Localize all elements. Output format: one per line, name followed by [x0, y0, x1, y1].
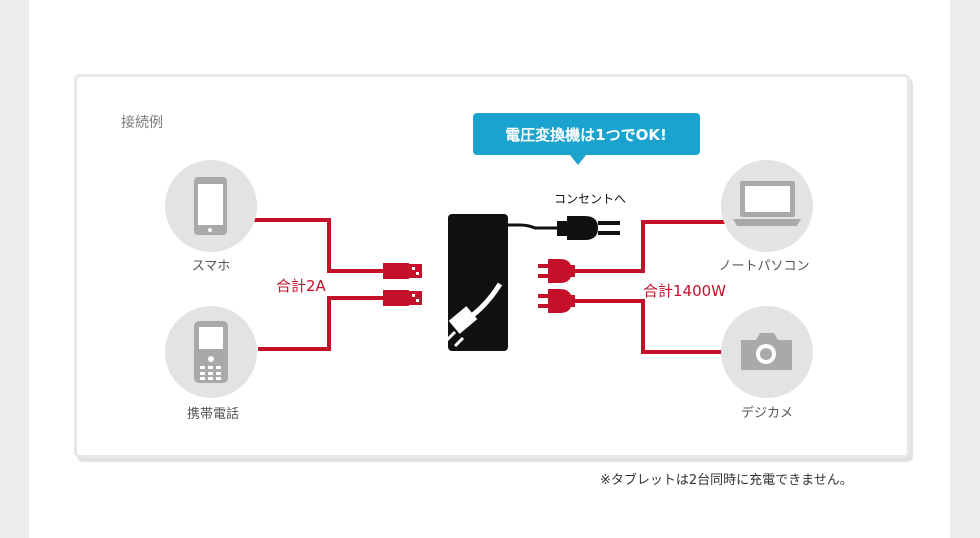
usb-total-label: 合計2A [276, 277, 327, 295]
callout-text: 電圧変換機は1つでOK! [505, 126, 667, 144]
device-label-feature-phone: 携帯電話 [187, 406, 239, 422]
usb-plug-bottom [383, 290, 422, 306]
feature-phone-icon [165, 306, 257, 398]
ac-plug-bottom [538, 289, 575, 313]
outlet-label: コンセントへ [554, 192, 626, 206]
usb-plug-top [383, 263, 422, 279]
device-label-camera: デジカメ [741, 405, 793, 421]
camera-icon [721, 306, 813, 398]
outlet-plug-icon [508, 216, 620, 240]
converter-icon [445, 214, 508, 351]
laptop-icon [721, 160, 813, 252]
ac-plug-top [538, 259, 575, 283]
diagram-title: 接続例 [121, 115, 163, 131]
device-label-smartphone: スマホ [192, 259, 231, 274]
callout-bubble: 電圧変換機は1つでOK! [473, 113, 700, 165]
smartphone-icon [165, 160, 257, 252]
ac-cables [570, 220, 726, 354]
usb-cables [254, 218, 385, 351]
footnote: ※タブレットは2台同時に充電できません。 [600, 473, 853, 488]
device-label-laptop: ノートパソコン [718, 259, 809, 274]
ac-total-label: 合計1400W [643, 282, 726, 300]
